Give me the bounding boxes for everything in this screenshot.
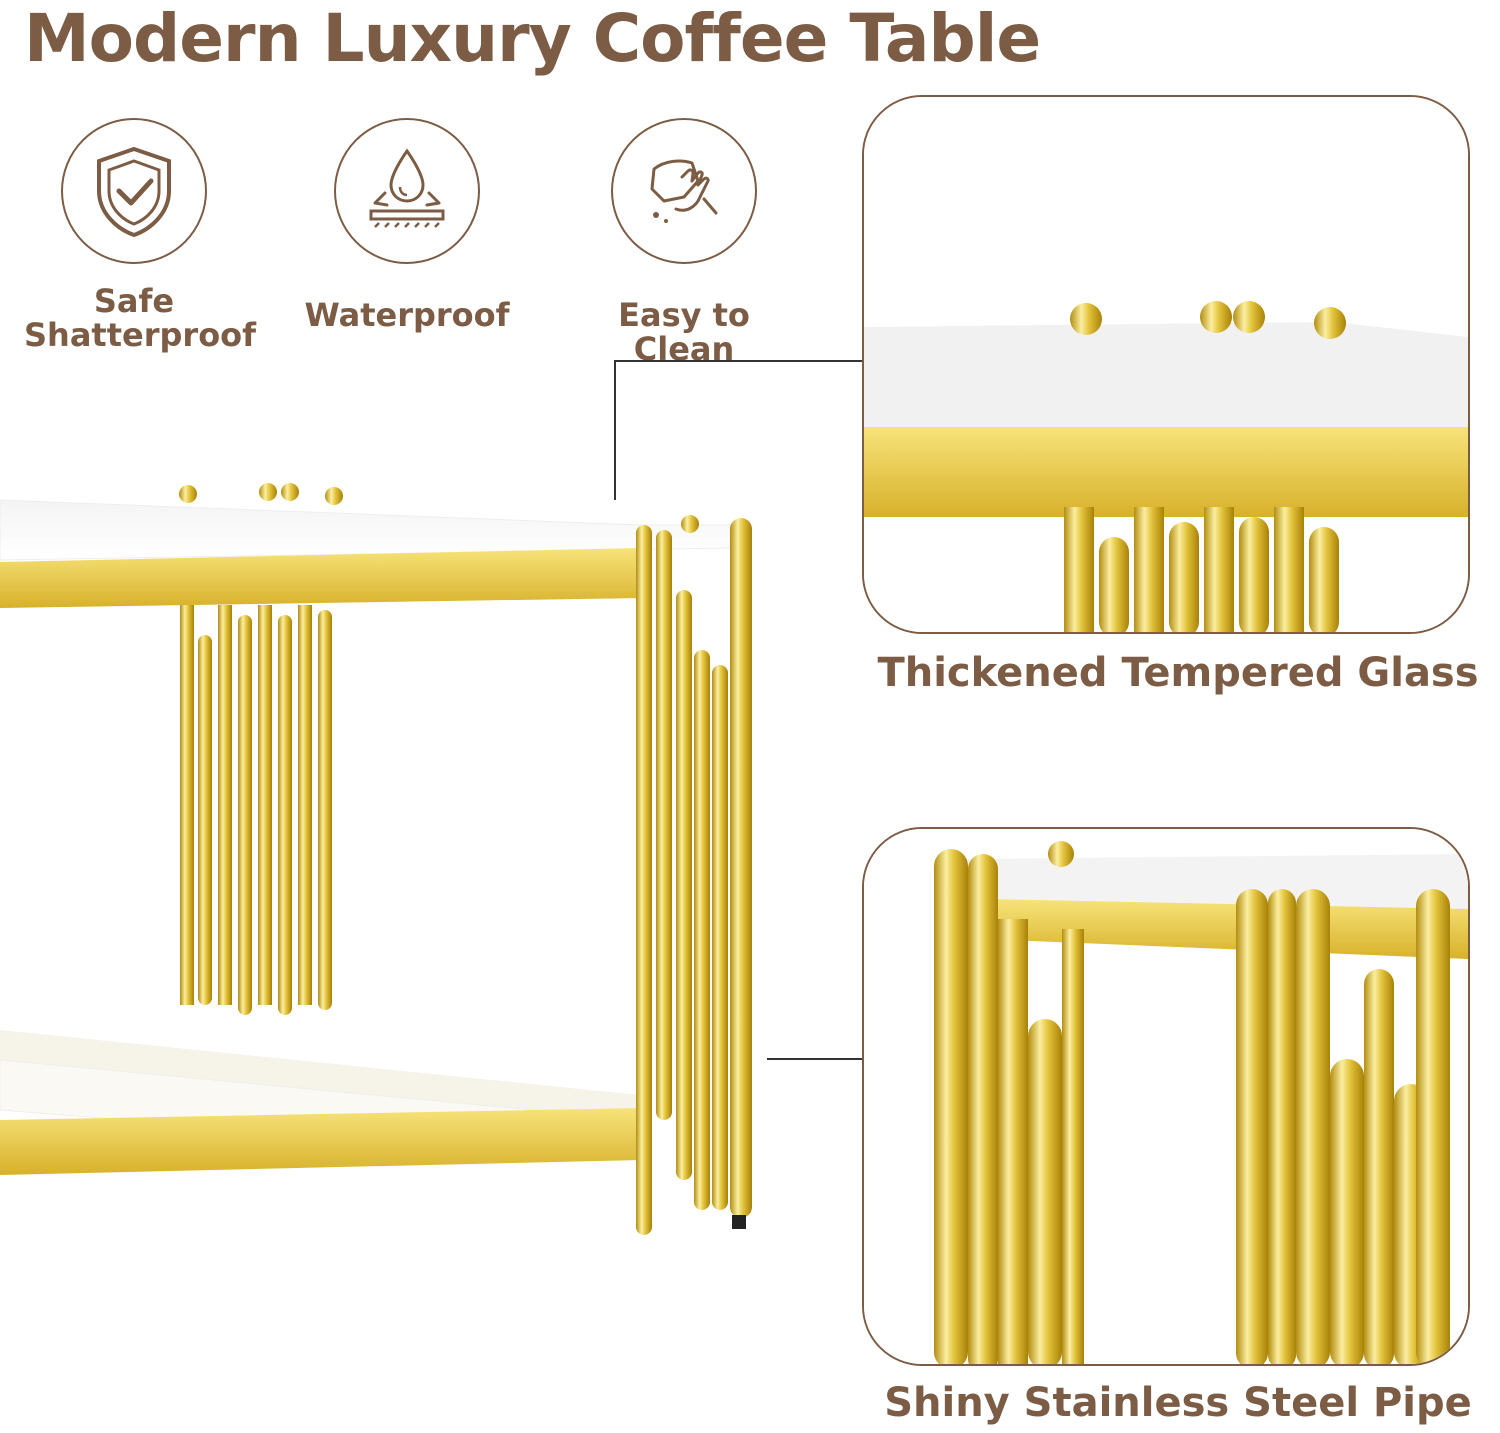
feature-waterproof: Waterproof (297, 118, 517, 332)
connector-line-bottom (767, 1058, 862, 1060)
feature-easy-clean: Easy to Clean (574, 118, 794, 366)
connector-line-top (614, 360, 616, 500)
coffee-table-image (0, 470, 790, 1250)
hand-wipe-icon (611, 118, 757, 264)
callout-caption: Thickened Tempered Glass (877, 650, 1479, 696)
feature-label: Easy to Clean (618, 296, 750, 368)
shield-check-icon (61, 118, 207, 264)
water-drop-icon (334, 118, 480, 264)
connector-line-top (614, 360, 864, 362)
pipe-detail-image (862, 827, 1470, 1366)
glass-detail-image (862, 95, 1470, 634)
page-title: Modern Luxury Coffee Table (24, 0, 1041, 77)
callout-caption: Shiny Stainless Steel Pipe (884, 1380, 1472, 1426)
feature-label: Waterproof (304, 296, 510, 334)
feature-label: Safe Shatterproof (24, 282, 257, 354)
feature-shatterproof: Safe Shatterproof (24, 118, 257, 354)
